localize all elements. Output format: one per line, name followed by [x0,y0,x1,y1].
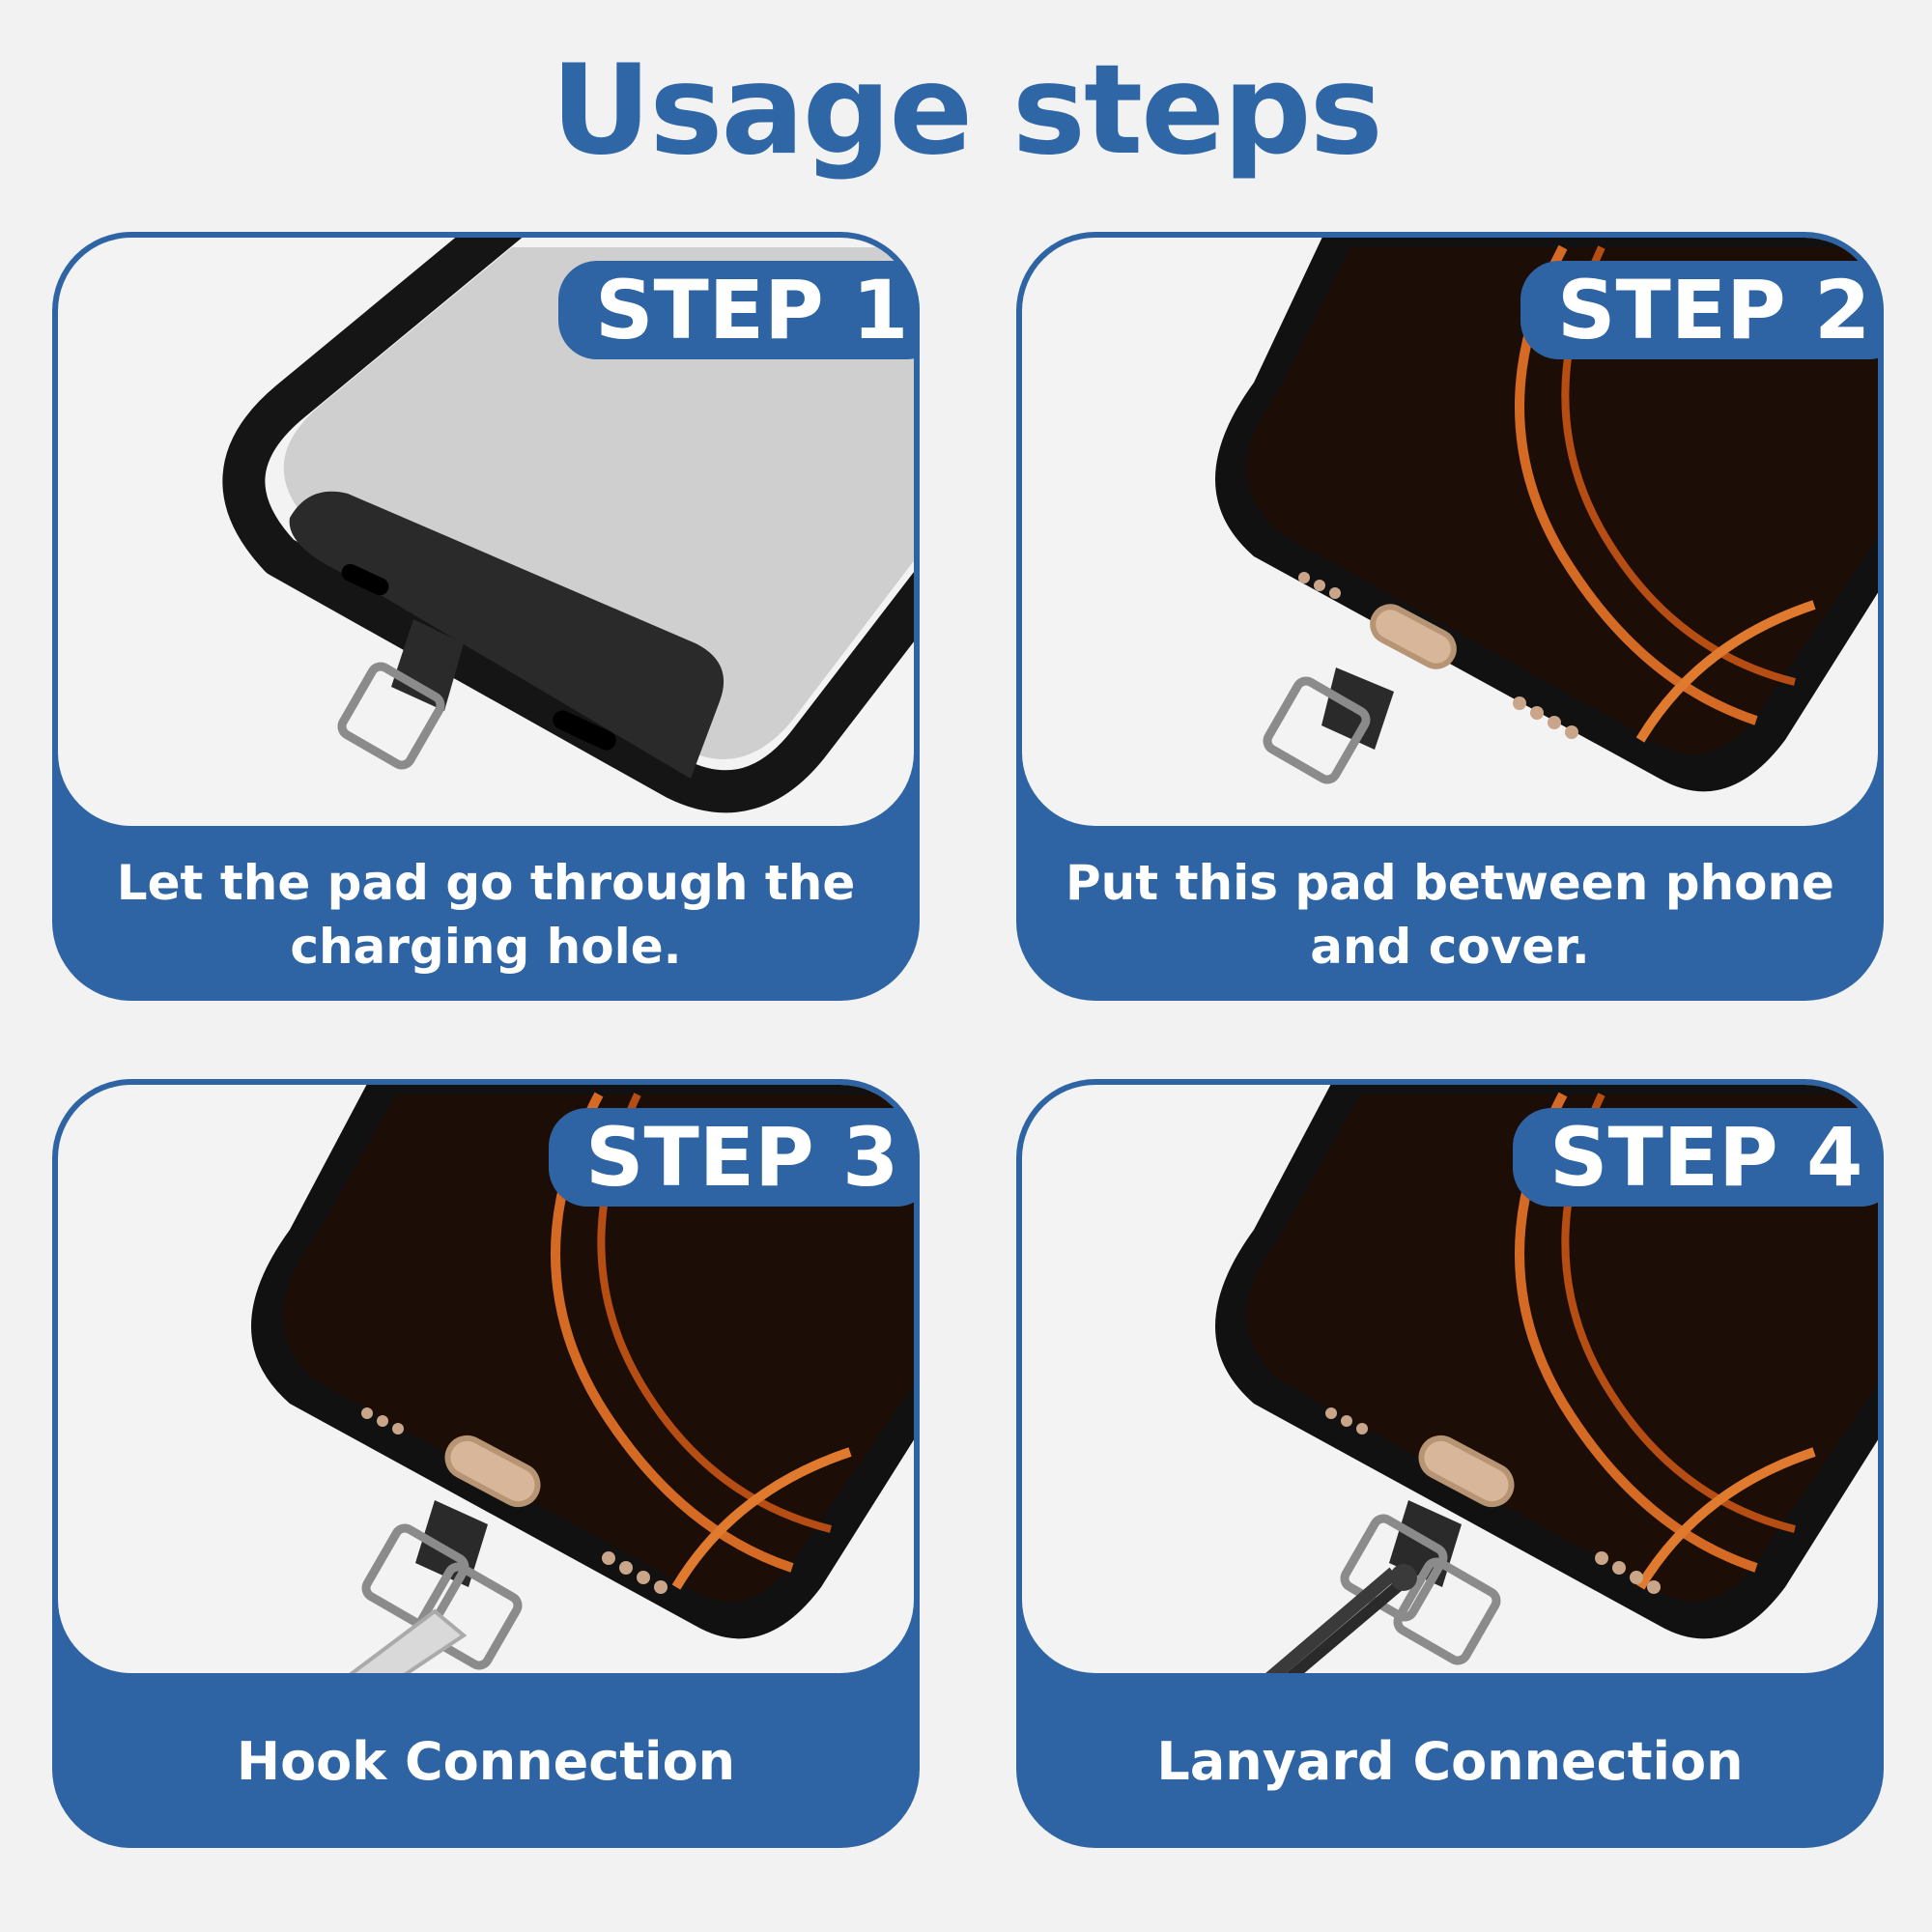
page-title: Usage steps [551,39,1383,183]
step-card-3: STEP 3 Hook Connection [52,1079,920,1848]
step-2-badge: STEP 2 [1520,261,1884,359]
phone-case-with-pad-icon [222,238,914,813]
step-2-caption: Put this pad between phone and cover. [1065,854,1834,975]
step-1-badge: STEP 1 [558,261,920,359]
step-card-4: STEP 4 Lanyard Connection [1016,1079,1884,1848]
step-4-illustration [1022,1085,1878,1673]
step-1-caption: Let the pad go through the charging hole… [116,854,856,975]
step-card-1: STEP 1 Let the pad go through the chargi… [52,232,920,1001]
step-3-badge: STEP 3 [549,1108,920,1207]
step-card-2: STEP 2 Put this pad between phone and co… [1016,232,1884,1001]
phone-with-pad-icon [1215,238,1878,792]
step-3-caption: Hook Connection [236,1730,736,1792]
phone-with-hook-icon [251,1085,914,1673]
step-4-badge: STEP 4 [1513,1108,1884,1207]
step-4-caption: Lanyard Connection [1156,1730,1744,1792]
